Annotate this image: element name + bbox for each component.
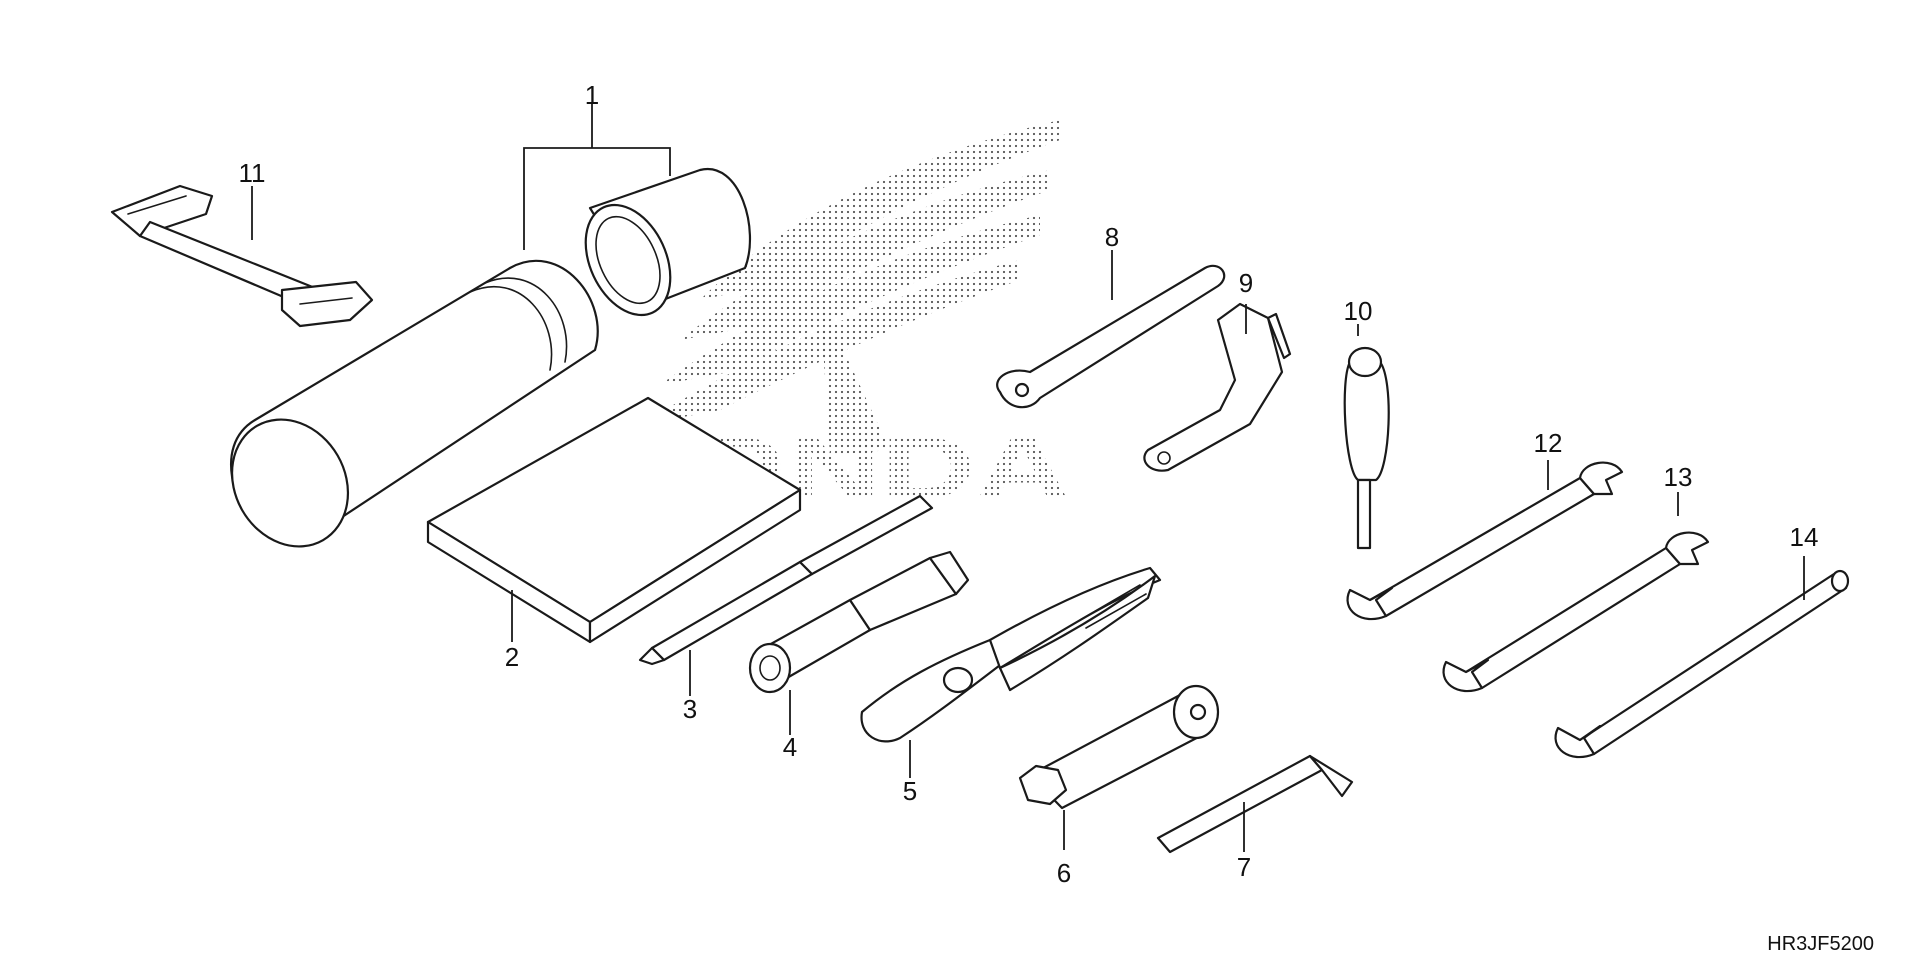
callout-labels: 1 2 3 4 5 6 7 8 9 10 11 12 13 14 [239,80,1819,888]
part-screwdriver-illustration [638,494,934,666]
callout-9: 9 [1239,268,1253,298]
callout-5: 5 [903,776,917,806]
callout-6: 6 [1057,858,1071,888]
callout-12: 12 [1534,428,1563,458]
callout-10: 10 [1344,296,1373,326]
part-long-wrench-illustration [1554,569,1850,759]
part-socket-wrench-illustration [748,550,970,694]
callout-14: 14 [1790,522,1819,552]
callout-2: 2 [505,642,519,672]
callout-1: 1 [585,80,599,110]
part-wrench-a-illustration [1346,461,1624,621]
diagram-reference-code: HR3JF5200 [1767,933,1874,955]
part-hex-key-illustration [1156,754,1354,854]
part-plug-wrench-illustration [1018,684,1220,810]
part-wrench-b-illustration [1442,531,1710,693]
part-pliers-illustration [860,566,1162,743]
part-handle-illustration [1343,346,1390,550]
callout-7: 7 [1237,852,1251,882]
part-strap-illustration [110,184,374,328]
part-tool-bag-illustration [230,167,752,548]
callout-4: 4 [783,732,797,762]
part-pin-spanner-illustration [996,264,1226,409]
callout-8: 8 [1105,222,1119,252]
callout-11: 11 [239,158,266,188]
leader-lines [251,102,1805,852]
callout-3: 3 [683,694,697,724]
part-manual-illustration [426,396,802,644]
callout-13: 13 [1664,462,1693,492]
part-hook-wrench-illustration [1143,302,1292,472]
